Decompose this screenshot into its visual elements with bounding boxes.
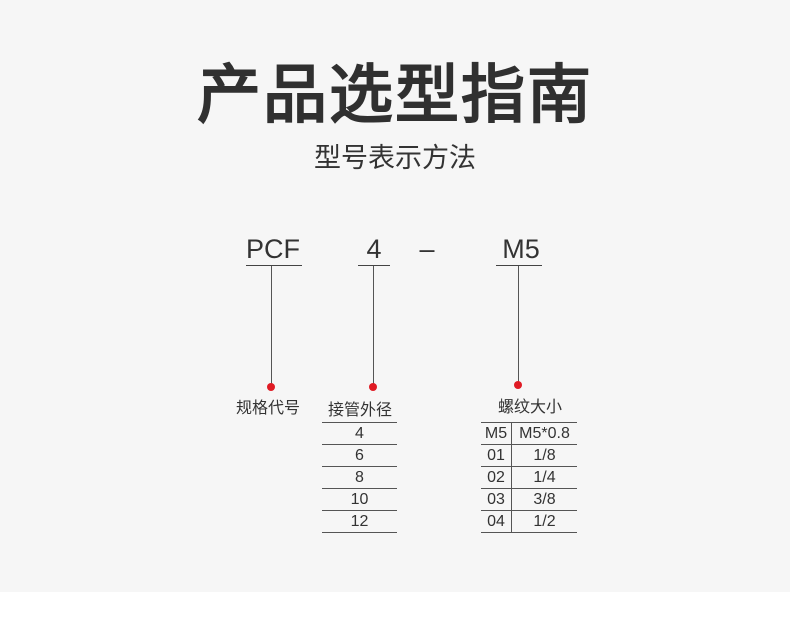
- model-separator: –: [419, 234, 435, 264]
- table-row: 04 1/2: [481, 510, 577, 533]
- thread-code-cell: 03: [481, 489, 512, 510]
- thread-size-cell: 1/4: [533, 469, 556, 486]
- page-subtitle: 型号表示方法: [314, 143, 476, 174]
- prefix-connector-line: [271, 266, 272, 384]
- thread-size-cell: M5*0.8: [519, 425, 570, 442]
- prefix-underline: [246, 265, 302, 266]
- tube-od-label: 接管外径: [328, 400, 393, 419]
- model-thread: M5: [502, 234, 540, 264]
- thread-size-cell: 1/8: [533, 447, 556, 464]
- thread-code-cell: 02: [481, 467, 512, 488]
- thread-size-cell: 3/8: [533, 491, 556, 508]
- thread-code-cell: M5: [481, 423, 512, 444]
- thread-code-cell: 01: [481, 445, 512, 466]
- table-row: 12: [322, 510, 397, 533]
- table-row: 10: [322, 488, 397, 510]
- model-size: 4: [366, 234, 382, 264]
- size-connector-line: [373, 266, 374, 384]
- table-row: 8: [322, 466, 397, 488]
- table-row: 01 1/8: [481, 444, 577, 466]
- thread-connector-line: [518, 266, 519, 382]
- thread-size-table: M5 M5*0.8 01 1/8 02 1/4 03 3/8 04 1/2: [481, 422, 577, 533]
- thread-size-cell: 1/2: [533, 513, 556, 530]
- table-row: 02 1/4: [481, 466, 577, 488]
- table-row: 03 3/8: [481, 488, 577, 510]
- thread-underline: [496, 265, 542, 266]
- content-panel: 产品选型指南 型号表示方法 PCF 4 – M5 规格代号 接管外径 螺纹大小 …: [197, 59, 593, 533]
- table-row: M5 M5*0.8: [481, 422, 577, 444]
- thread-size-label: 螺纹大小: [498, 397, 563, 416]
- tube-size-table: 4 6 8 10 12: [322, 422, 397, 533]
- table-row: 4: [322, 422, 397, 444]
- thread-connector-dot: [514, 381, 522, 389]
- prefix-connector-dot: [267, 383, 275, 391]
- size-connector-dot: [369, 383, 377, 391]
- thread-code-cell: 04: [481, 511, 512, 532]
- size-underline: [358, 265, 390, 266]
- table-row: 6: [322, 444, 397, 466]
- page-title: 产品选型指南: [197, 59, 593, 133]
- spec-code-label: 规格代号: [236, 398, 301, 417]
- model-prefix: PCF: [246, 234, 300, 264]
